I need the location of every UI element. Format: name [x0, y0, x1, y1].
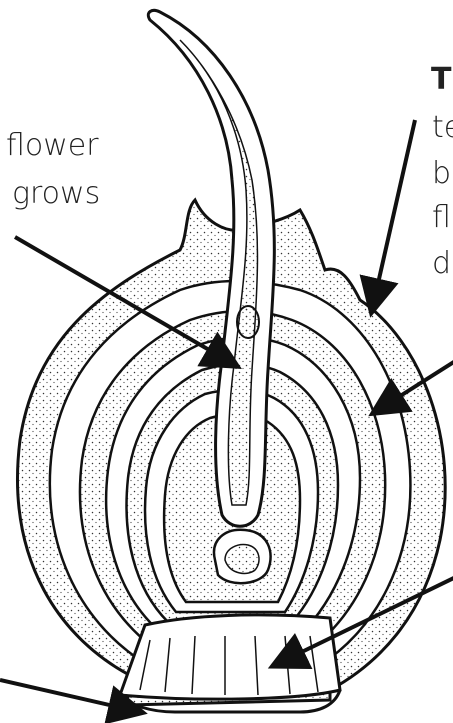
right-label-line4: d	[432, 246, 451, 282]
right-label-title: T	[431, 62, 451, 98]
right-label-line2: b	[432, 156, 451, 192]
flower-stalk-node	[237, 306, 259, 338]
right-top-arrow	[372, 120, 415, 310]
right-label-line3: fl	[432, 200, 451, 236]
flower-grows-label-line2: grows	[12, 176, 100, 212]
right-label-line1: te	[432, 110, 453, 146]
flower-grows-label-line1: flower	[6, 128, 99, 164]
basal-plate	[120, 615, 340, 699]
flower-bud-inner	[225, 545, 259, 574]
